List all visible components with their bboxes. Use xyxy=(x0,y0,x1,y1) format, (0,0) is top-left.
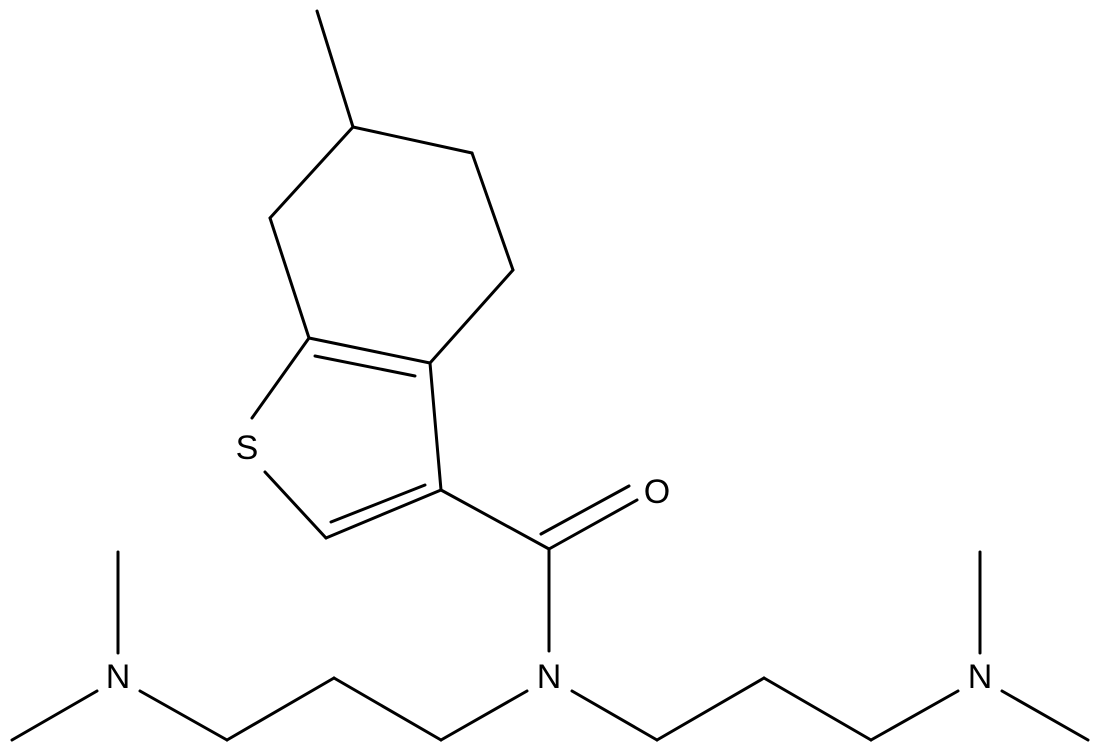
bond-right-n-methyl-down xyxy=(1000,689,1090,742)
bond-s-c7a xyxy=(250,336,311,420)
carbonyl-oxygen-label: O xyxy=(644,473,670,511)
bond-c7a-c3a xyxy=(307,336,432,365)
bond-right-ch2b-ch2c xyxy=(762,676,873,742)
bond-c3-c2 xyxy=(324,488,443,540)
bond-c3-carbonyl xyxy=(439,488,551,551)
bond-carbonyl-o-1 xyxy=(547,498,639,551)
sulfur-label: S xyxy=(236,429,259,467)
bond-right-ch2c-n xyxy=(869,689,960,742)
amide-nitrogen-label: N xyxy=(537,658,562,696)
right-amine-nitrogen-label: N xyxy=(968,658,993,696)
bond-c6-c7 xyxy=(268,125,355,220)
bond-left-ch2c-n xyxy=(138,689,229,742)
bond-left-ch2b-ch2c xyxy=(225,676,336,742)
bond-left-ch2a-ch2b xyxy=(332,676,443,742)
bond-c6-c5 xyxy=(351,125,474,155)
bond-left-n-methyl-down xyxy=(10,689,99,742)
bond-methyl xyxy=(315,9,355,129)
bond-n-left-ch2a xyxy=(439,689,529,742)
bond-c7-c7a xyxy=(268,216,311,340)
bond-c4-c3a xyxy=(428,268,515,365)
bond-c3a-c3 xyxy=(428,361,443,492)
bond-c3-c2-inner xyxy=(329,483,427,524)
bond-c5-c4 xyxy=(470,151,515,272)
bond-c2-s xyxy=(263,470,328,540)
left-amine-nitrogen-label: N xyxy=(106,658,131,696)
bond-n-right-ch2a xyxy=(570,689,659,742)
bond-carbonyl-o-2 xyxy=(539,484,631,536)
bond-right-ch2a-ch2b xyxy=(655,676,766,742)
bond-c7a-c3a-inner xyxy=(313,354,417,378)
